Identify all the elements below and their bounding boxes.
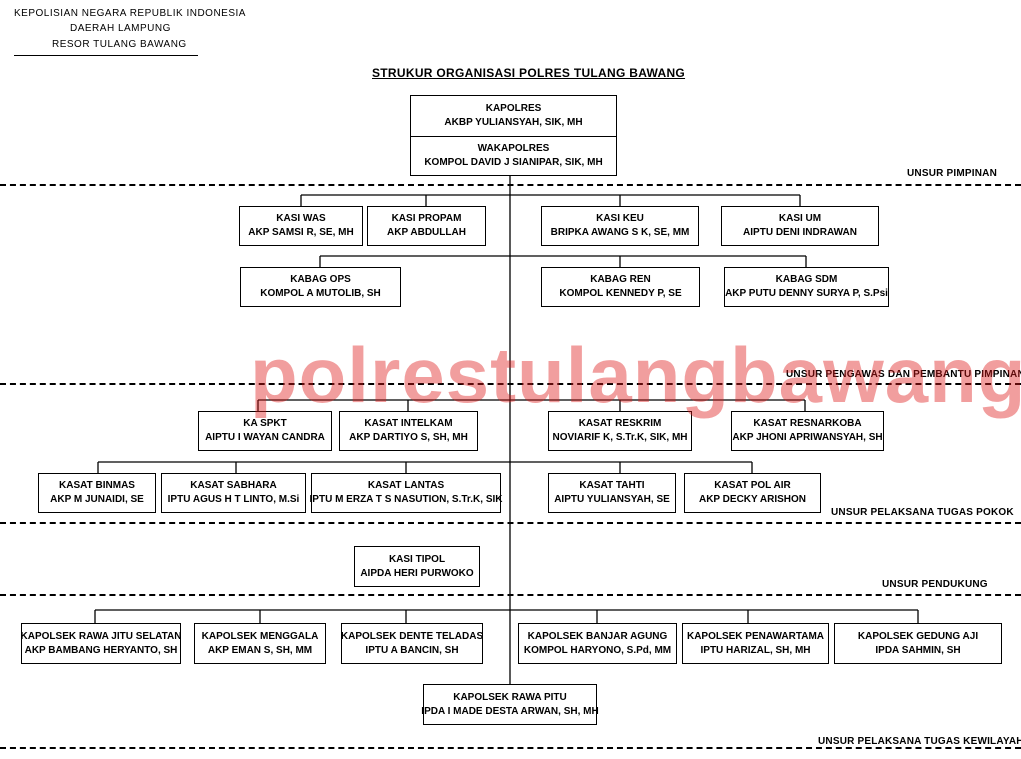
box-name: KOMPOL A MUTOLIB, SH bbox=[260, 288, 381, 299]
box-name: AKP DARTIYO S, SH, MH bbox=[349, 432, 468, 443]
box-name: AKP SAMSI R, SE, MH bbox=[248, 227, 354, 238]
box-role: KAPOLSEK PENAWARTAMA bbox=[686, 630, 825, 642]
section-label-pimpinan: UNSUR PIMPINAN bbox=[907, 168, 998, 179]
box-name: AKP DECKY ARISHON bbox=[698, 494, 807, 505]
box-role: KASAT RESKRIM bbox=[578, 418, 662, 429]
box-kapolsek-rawa-jitu-selatan: KAPOLSEK RAWA JITU SELATAN AKP BAMBANG H… bbox=[21, 623, 181, 664]
box-role: KAPOLSEK GEDUNG AJI bbox=[857, 630, 979, 642]
box-role: KASI TIPOL bbox=[388, 553, 446, 565]
box-name: BRIPKA AWANG S K, SE, MM bbox=[550, 227, 690, 238]
separator-pimpinan bbox=[0, 184, 1021, 186]
header-line-3: RESOR TULANG BAWANG bbox=[52, 39, 187, 50]
box-kasi-keu: KASI KEU BRIPKA AWANG S K, SE, MM bbox=[541, 206, 699, 246]
box-name: AIPDA HERI PURWOKO bbox=[360, 567, 474, 579]
box-name: AKBP YULIANSYAH, SIK, MH bbox=[444, 117, 583, 128]
box-name: AIPTU YULIANSYAH, SE bbox=[554, 494, 670, 505]
section-label-pokok: UNSUR PELAKSANA TUGAS POKOK bbox=[831, 507, 1014, 518]
box-name: KOMPOL KENNEDY P, SE bbox=[559, 288, 682, 299]
box-role: KASI PROPAM bbox=[391, 213, 462, 224]
box-kasat-polair: KASAT POL AIR AKP DECKY ARISHON bbox=[684, 473, 821, 513]
box-name: AKP M JUNAIDI, SE bbox=[50, 494, 144, 505]
box-kapolres: KAPOLRES AKBP YULIANSYAH, SIK, MH bbox=[410, 95, 617, 137]
box-name: IPDA SAHMIN, SH bbox=[875, 644, 961, 656]
box-name: KOMPOL DAVID J SIANIPAR, SIK, MH bbox=[424, 157, 603, 168]
box-kasat-tahti: KASAT TAHTI AIPTU YULIANSYAH, SE bbox=[548, 473, 676, 513]
box-role: KABAG OPS bbox=[290, 274, 351, 285]
box-name: IPTU M ERZA T S NASUTION, S.Tr.K, SIK bbox=[309, 494, 503, 505]
page-title: STRUKUR ORGANISASI POLRES TULANG BAWANG bbox=[372, 66, 686, 80]
separator-kewilayahan bbox=[0, 747, 1021, 749]
box-role: KAPOLSEK DENTE TELADAS bbox=[340, 630, 484, 642]
box-name: AIPTU DENI INDRAWAN bbox=[743, 227, 857, 238]
box-kabag-ops: KABAG OPS KOMPOL A MUTOLIB, SH bbox=[240, 267, 401, 307]
box-name: NOVIARIF K, S.Tr.K, SIK, MH bbox=[552, 432, 688, 443]
box-role: KASAT SABHARA bbox=[190, 480, 277, 491]
box-kasi-um: KASI UM AIPTU DENI INDRAWAN bbox=[721, 206, 879, 246]
box-wakapolres: WAKAPOLRES KOMPOL DAVID J SIANIPAR, SIK,… bbox=[410, 136, 617, 176]
box-kasat-reskrim: KASAT RESKRIM NOVIARIF K, S.Tr.K, SIK, M… bbox=[548, 411, 692, 451]
box-role: KAPOLRES bbox=[485, 103, 542, 114]
box-role: KASAT RESNARKOBA bbox=[753, 418, 862, 429]
box-name: KOMPOL HARYONO, S.Pd, MM bbox=[523, 644, 672, 656]
box-role: KASI WAS bbox=[276, 213, 326, 224]
box-name: AKP ABDULLAH bbox=[387, 227, 466, 238]
section-label-kewilayahan: UNSUR PELAKSANA TUGAS KEWILAYAHAN bbox=[818, 736, 1021, 747]
box-kasat-binmas: KASAT BINMAS AKP M JUNAIDI, SE bbox=[38, 473, 156, 513]
box-kapolsek-dente-teladas: KAPOLSEK DENTE TELADAS IPTU A BANCIN, SH bbox=[341, 623, 483, 664]
box-kapolsek-gedung-aji: KAPOLSEK GEDUNG AJI IPDA SAHMIN, SH bbox=[834, 623, 1002, 664]
box-kasat-intelkam: KASAT INTELKAM AKP DARTIYO S, SH, MH bbox=[339, 411, 478, 451]
box-kasi-tipol: KASI TIPOL AIPDA HERI PURWOKO bbox=[354, 546, 480, 587]
box-name: IPTU HARIZAL, SH, MH bbox=[700, 644, 811, 656]
separator-pokok bbox=[0, 522, 1021, 524]
box-kapolsek-banjar-agung: KAPOLSEK BANJAR AGUNG KOMPOL HARYONO, S.… bbox=[518, 623, 677, 664]
box-name: AKP EMAN S, SH, MM bbox=[207, 644, 313, 656]
separator-pendukung bbox=[0, 594, 1021, 596]
box-kapolsek-rawa-pitu: KAPOLSEK RAWA PITU IPDA I MADE DESTA ARW… bbox=[421, 684, 599, 725]
box-role: KAPOLSEK RAWA JITU SELATAN bbox=[20, 630, 182, 642]
box-kabag-ren: KABAG REN KOMPOL KENNEDY P, SE bbox=[541, 267, 700, 307]
box-ka-spkt: KA SPKT AIPTU I WAYAN CANDRA bbox=[198, 411, 332, 451]
header-underline bbox=[14, 55, 198, 56]
separator-pengawas bbox=[0, 383, 1021, 385]
header-line-1: KEPOLISIAN NEGARA REPUBLIK INDONESIA bbox=[14, 8, 246, 19]
section-label-pendukung: UNSUR PENDUKUNG bbox=[882, 579, 988, 590]
box-role: KASAT LANTAS bbox=[367, 480, 445, 491]
box-kapolsek-penawartama: KAPOLSEK PENAWARTAMA IPTU HARIZAL, SH, M… bbox=[682, 623, 829, 664]
box-name: IPDA I MADE DESTA ARWAN, SH, MH bbox=[421, 705, 599, 717]
box-name: IPTU AGUS H T LINTO, M.Si bbox=[167, 494, 300, 505]
box-kabag-sdm: KABAG SDM AKP PUTU DENNY SURYA P, S.Psi bbox=[724, 267, 889, 307]
box-role: KAPOLSEK BANJAR AGUNG bbox=[527, 630, 668, 642]
box-role: KA SPKT bbox=[243, 418, 287, 429]
box-kasat-sabhara: KASAT SABHARA IPTU AGUS H T LINTO, M.Si bbox=[161, 473, 306, 513]
box-role: KASAT TAHTI bbox=[579, 480, 645, 491]
header-line-2: DAERAH LAMPUNG bbox=[70, 23, 171, 34]
box-role: KAPOLSEK RAWA PITU bbox=[453, 691, 567, 703]
box-role: KASI UM bbox=[778, 213, 822, 224]
box-role: KASI KEU bbox=[596, 213, 644, 224]
section-label-pengawas: UNSUR PENGAWAS DAN PEMBANTU PIMPINAN bbox=[786, 369, 1021, 380]
box-kasi-propam: KASI PROPAM AKP ABDULLAH bbox=[367, 206, 486, 246]
box-kasat-resnarkoba: KASAT RESNARKOBA AKP JHONI APRIWANSYAH, … bbox=[731, 411, 884, 451]
box-name: AIPTU I WAYAN CANDRA bbox=[205, 432, 325, 443]
box-role: KASAT INTELKAM bbox=[364, 418, 453, 429]
box-name: AKP BAMBANG HERYANTO, SH bbox=[24, 644, 178, 656]
box-role: KABAG REN bbox=[590, 274, 651, 285]
box-kasat-lantas: KASAT LANTAS IPTU M ERZA T S NASUTION, S… bbox=[309, 473, 503, 513]
box-role: WAKAPOLRES bbox=[477, 143, 550, 154]
box-role: KASAT BINMAS bbox=[59, 480, 135, 491]
box-name: IPTU A BANCIN, SH bbox=[365, 644, 459, 656]
box-name: AKP JHONI APRIWANSYAH, SH bbox=[732, 432, 883, 443]
box-role: KABAG SDM bbox=[775, 274, 838, 285]
box-kapolsek-menggala: KAPOLSEK MENGGALA AKP EMAN S, SH, MM bbox=[194, 623, 326, 664]
box-role: KASAT POL AIR bbox=[714, 480, 791, 491]
box-kasi-was: KASI WAS AKP SAMSI R, SE, MH bbox=[239, 206, 363, 246]
box-name: AKP PUTU DENNY SURYA P, S.Psi bbox=[725, 288, 888, 299]
box-role: KAPOLSEK MENGGALA bbox=[201, 630, 319, 642]
